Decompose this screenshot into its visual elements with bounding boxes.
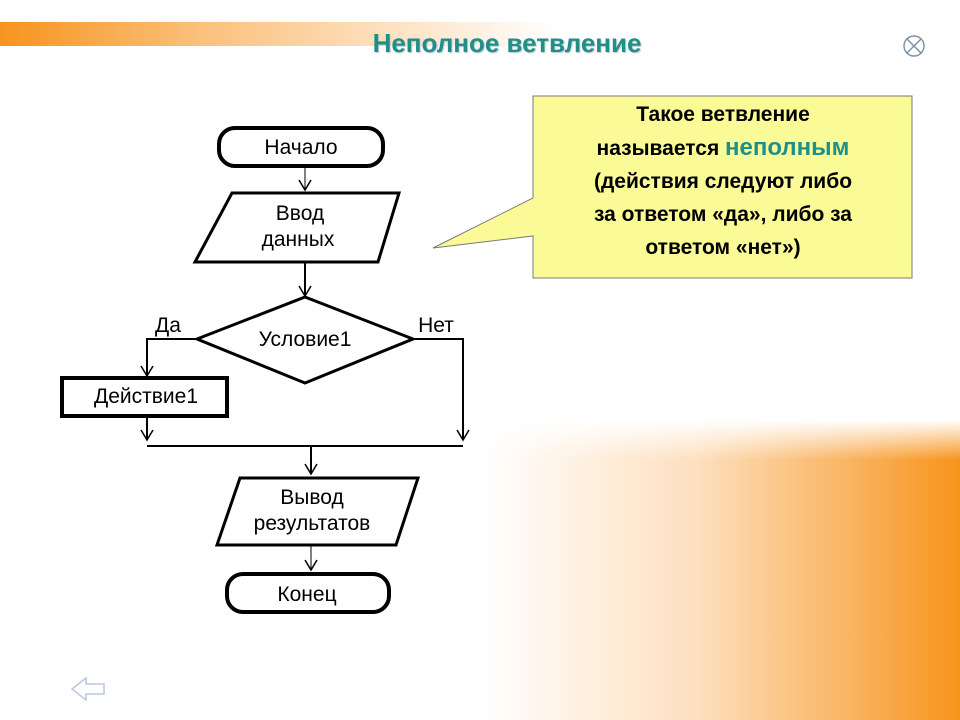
callout-line-2: называется неполным bbox=[536, 131, 910, 165]
end-terminator bbox=[225, 572, 391, 614]
output-parallelogram bbox=[214, 476, 421, 547]
no-label: Нет bbox=[418, 314, 454, 337]
slide-title: Неполное ветвление bbox=[372, 28, 642, 58]
output-label-line2: результатов bbox=[254, 512, 371, 535]
start-terminator bbox=[217, 126, 385, 168]
input-parallelogram bbox=[192, 191, 402, 264]
yes-label: Да bbox=[155, 314, 181, 337]
corner-decor-gradient bbox=[480, 420, 960, 720]
action-process bbox=[60, 376, 229, 418]
output-label-line1: Вывод bbox=[280, 486, 344, 509]
condition-diamond bbox=[192, 295, 418, 385]
callout-bubble bbox=[432, 95, 913, 279]
callout-text: Такое ветвление называется неполным (дей… bbox=[536, 98, 910, 264]
condition-label: Условие1 bbox=[259, 328, 352, 351]
callout-highlight: неполным bbox=[725, 134, 850, 161]
top-decor-stripe bbox=[0, 22, 560, 46]
close-icon[interactable] bbox=[902, 34, 926, 58]
flowchart-arrowheads bbox=[140, 179, 470, 572]
start-label: Начало bbox=[264, 136, 337, 159]
callout-line-5: ответом «нет») bbox=[645, 236, 801, 259]
input-label-line2: данных bbox=[262, 228, 335, 251]
callout-line-3: (действия следуют либо bbox=[593, 170, 853, 193]
callout-line-2-prefix: называется bbox=[596, 137, 726, 160]
action-label: Действие1 bbox=[94, 385, 198, 408]
corner-decor-fade bbox=[480, 420, 960, 460]
input-label-line1: Ввод bbox=[276, 202, 324, 225]
callout-line-1: Такое ветвление bbox=[636, 103, 810, 126]
end-label: Конец bbox=[277, 583, 336, 606]
left-arrow-icon[interactable] bbox=[70, 676, 106, 702]
callout-line-4: за ответом «да», либо за bbox=[594, 203, 852, 226]
flowchart-connectors bbox=[146, 166, 464, 570]
